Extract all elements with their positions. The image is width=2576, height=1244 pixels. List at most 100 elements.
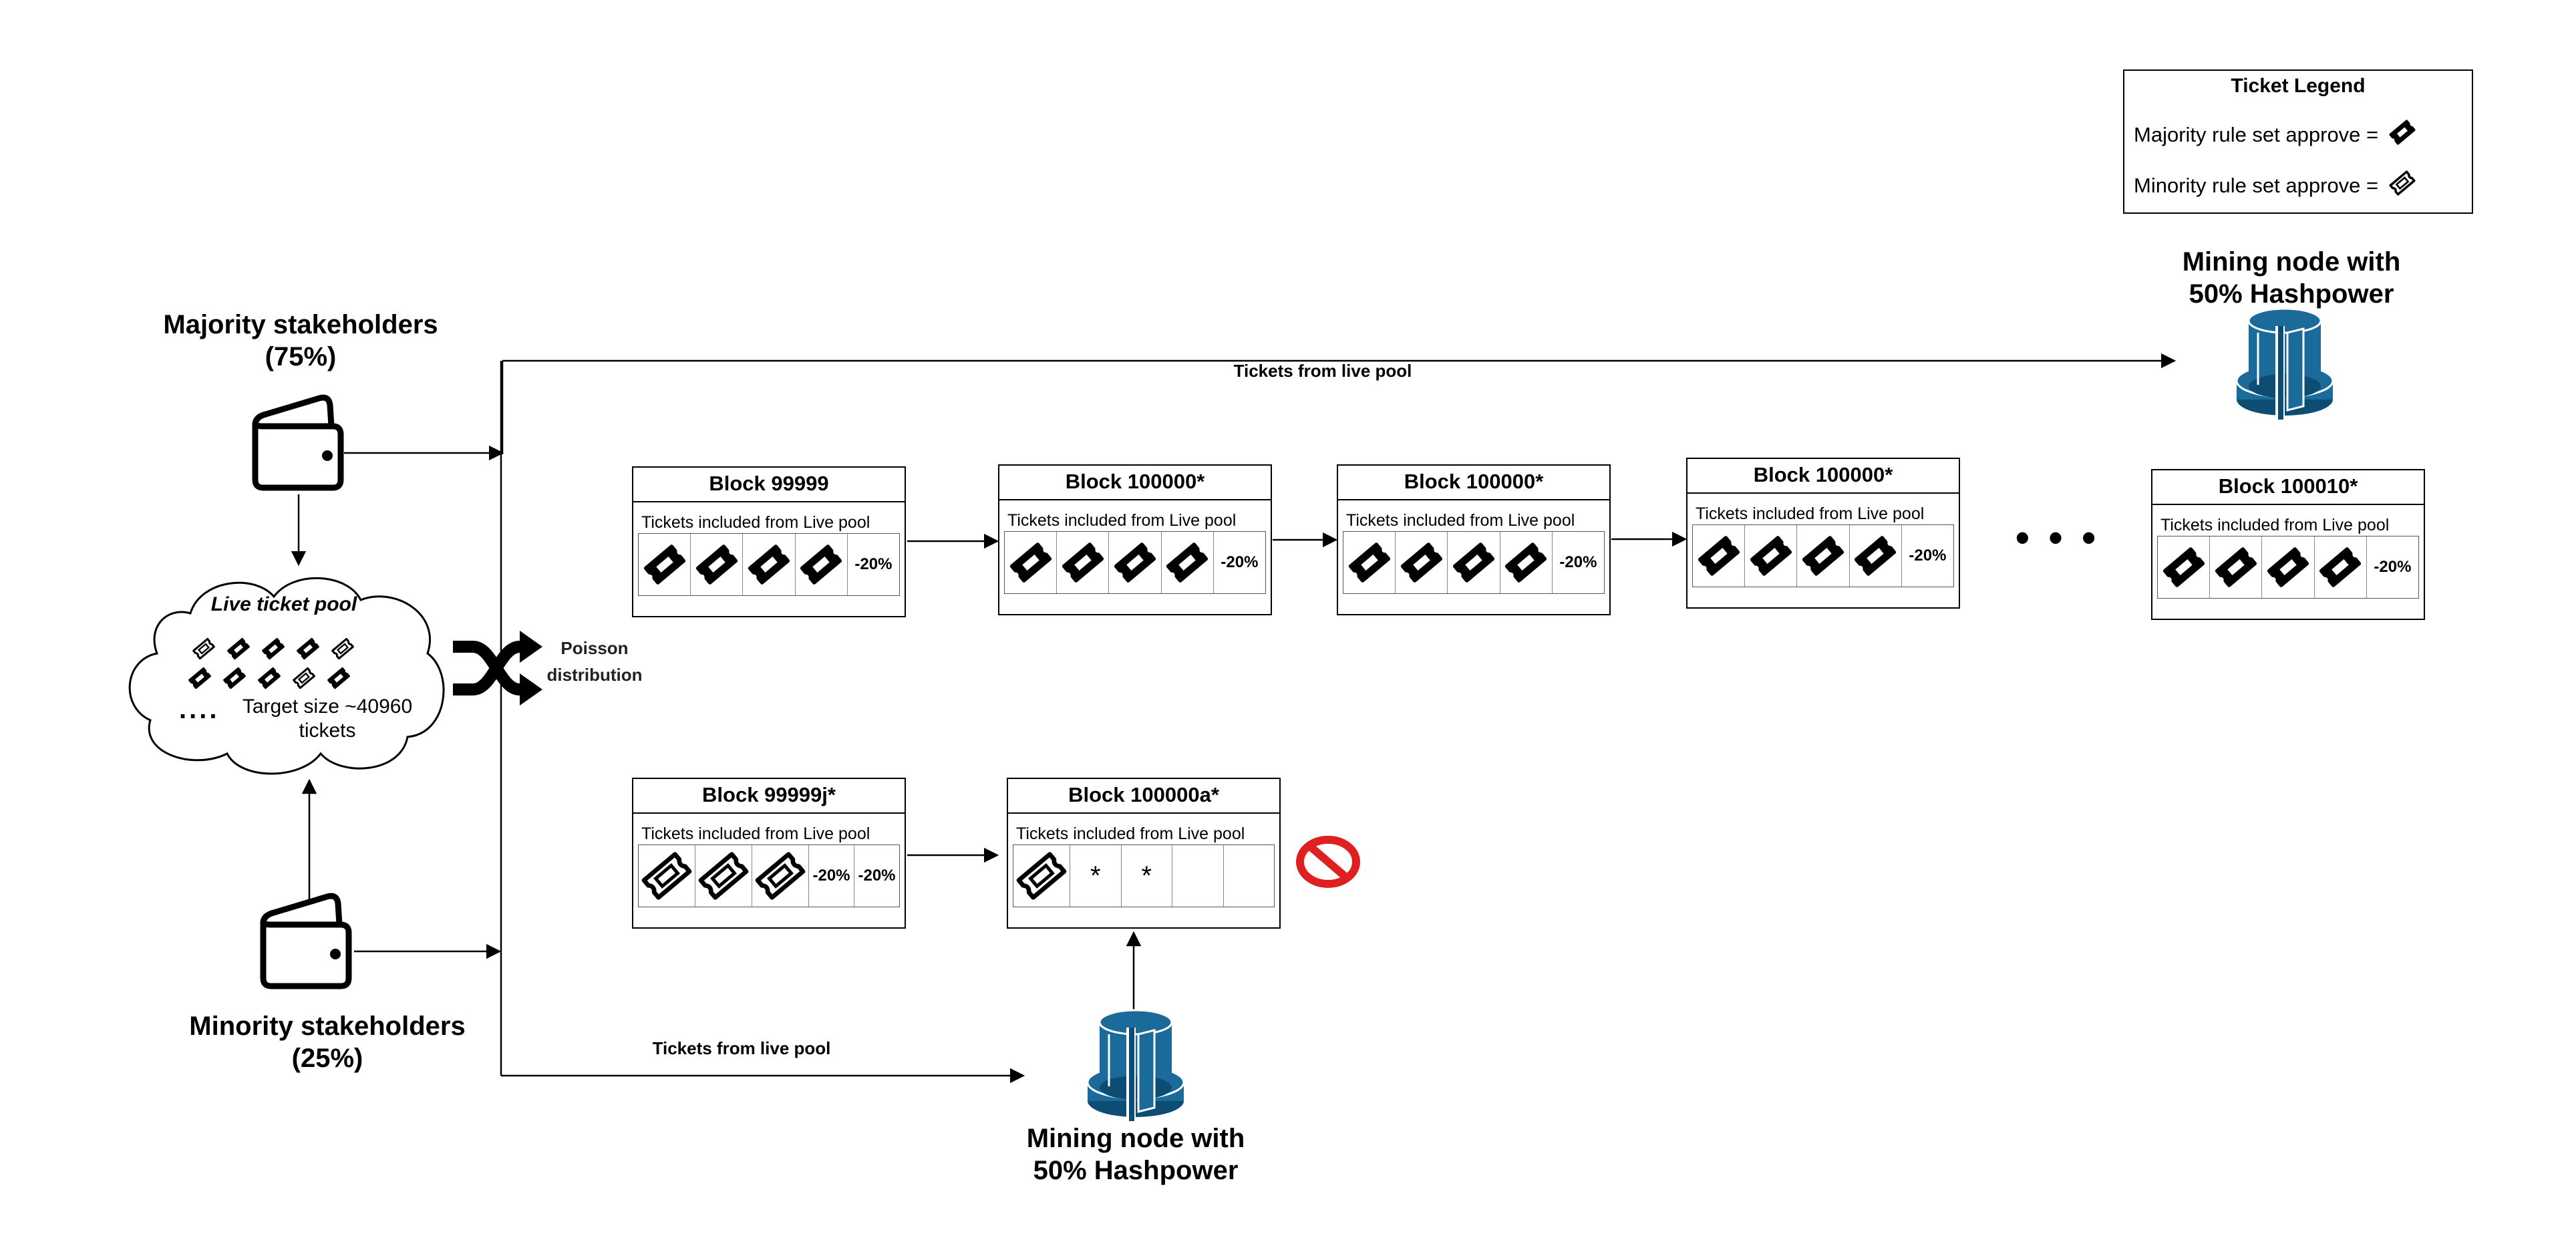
- majority-ticket-icon: [1750, 536, 1792, 576]
- penalty-cell: -20%: [809, 845, 854, 907]
- poisson-line2: distribution: [546, 665, 643, 685]
- bottom-arrow-label: Tickets from live pool: [652, 1038, 831, 1058]
- block-title: Block 100000*: [1338, 466, 1609, 500]
- pool-target-label: Target size ~40960 tickets: [224, 695, 431, 743]
- ticket-cells: -20%: [2157, 536, 2419, 599]
- ticket-cell: [1109, 532, 1162, 593]
- majority-ticket-icon: [1400, 542, 1442, 583]
- chain-ellipsis: • • •: [2015, 515, 2100, 560]
- poisson-line1: Poisson: [560, 638, 629, 658]
- ticket-cell: [2262, 536, 2315, 598]
- ticket-cell: [695, 845, 752, 907]
- majority-ticket-icon: [223, 667, 246, 689]
- legend-majority-label: Majority rule set approve =: [2134, 123, 2379, 146]
- block-subtitle: Tickets included from Live pool: [1346, 511, 1575, 530]
- ticket-cell: [691, 534, 744, 595]
- ticket-cell: [1343, 532, 1396, 593]
- majority-ticket-icon: [1505, 542, 1547, 583]
- mining-node-icon: [2231, 306, 2338, 430]
- minority-title: Minority stakeholders: [189, 1012, 466, 1041]
- penalty-cell: -20%: [1221, 553, 1259, 571]
- majority-ticket-icon: [1348, 542, 1390, 583]
- block-card: Block 100010* Tickets included from Live …: [2151, 469, 2425, 620]
- minority-ticket-icon: [2389, 170, 2416, 196]
- minority-ticket-icon: [1016, 852, 1067, 900]
- legend-title: Ticket Legend: [2231, 75, 2366, 97]
- ticket-cells: -20%-20%: [638, 844, 900, 907]
- ticket-cell: [2315, 536, 2367, 598]
- wallet-icon: [260, 893, 352, 989]
- block-card: Block 100000* Tickets included from Live …: [1686, 458, 1960, 609]
- majority-ticket-icon: [800, 545, 842, 585]
- ticket-cells: -20%: [1004, 531, 1266, 594]
- block-subtitle: Tickets included from Live pool: [641, 513, 870, 532]
- legend-row-minority: Minority rule set approve =: [2134, 168, 2417, 203]
- block-subtitle: Tickets included from Live pool: [641, 824, 870, 843]
- mining-node-icon: [1082, 1007, 1189, 1131]
- ticket-cell: [1005, 532, 1058, 593]
- star-cell: *: [1122, 845, 1172, 907]
- penalty-cell: -20%: [2374, 558, 2412, 576]
- majority-ticket-icon: [1698, 536, 1740, 576]
- majority-ticket-icon: [2162, 547, 2205, 587]
- mining-node-top-label: Mining node with 50% Hashpower: [2111, 246, 2472, 310]
- ticket-legend: Ticket Legend Majority rule set approve …: [2123, 69, 2473, 214]
- ticket-cells: -20%: [1343, 531, 1605, 594]
- ticket-cell: [1745, 525, 1798, 587]
- majority-ticket-icon: [2215, 547, 2257, 587]
- empty-cell: [1224, 845, 1275, 907]
- legend-minority-label: Minority rule set approve =: [2134, 174, 2379, 197]
- ticket-cell: [639, 534, 691, 595]
- block-title: Block 100000*: [1687, 459, 1959, 494]
- empty-cell: [1172, 845, 1224, 907]
- majority-ticket-icon: [1114, 542, 1156, 583]
- minority-ticket-icon: [331, 637, 354, 660]
- minority-ticket-icon: [755, 852, 806, 900]
- ticket-cells: -20%: [638, 533, 900, 596]
- mining-node-bottom-label: Mining node with 50% Hashpower: [955, 1122, 1316, 1187]
- block-card: Block 99999j*Tickets included from Live …: [632, 778, 906, 929]
- majority-ticket-icon: [1009, 542, 1052, 583]
- block-title: Block 100000*: [999, 466, 1271, 500]
- ticket-cell: [743, 534, 796, 595]
- block-subtitle: Tickets included from Live pool: [1007, 511, 1237, 530]
- mining-node-icon: [1086, 1009, 1185, 1121]
- pool-ticket-row: [191, 636, 365, 661]
- minority-stakeholders-label: Minority stakeholders (25%): [160, 1010, 494, 1074]
- ticket-cell: [796, 534, 848, 595]
- block-card: Block 100000* Tickets included from Live …: [998, 464, 1272, 615]
- ticket-cell: [1162, 532, 1214, 593]
- majority-pct: (75%): [265, 342, 337, 371]
- block-title: Block 100010*: [2152, 470, 2424, 505]
- star-cell: *: [1070, 845, 1122, 907]
- majority-ticket-icon: [2389, 120, 2416, 145]
- majority-ticket-icon: [748, 545, 790, 585]
- forbidden-icon: [1296, 836, 1360, 888]
- shuffle-icon: [453, 631, 542, 706]
- minority-ticket-icon: [2388, 168, 2417, 203]
- penalty-cell: -20%: [854, 555, 893, 573]
- ticket-cells: **: [1013, 844, 1275, 907]
- pool-target-line2: tickets: [299, 720, 356, 742]
- penalty-cell: -20%: [1909, 547, 1947, 565]
- block-subtitle: Tickets included from Live pool: [1696, 504, 1925, 523]
- majority-ticket-icon: [227, 637, 250, 660]
- majority-ticket-icon: [2388, 118, 2417, 152]
- ticket-cells: -20%: [1692, 524, 1954, 587]
- ticket-cell: [1396, 532, 1448, 593]
- ticket-cell: [1797, 525, 1850, 587]
- minority-ticket-icon: [641, 852, 692, 900]
- mining-bottom-line1: Mining node with: [1026, 1124, 1245, 1153]
- pool-target-line1: Target size ~40960: [242, 695, 413, 718]
- ticket-cell: [1850, 525, 1902, 587]
- mining-top-line1: Mining node with: [2182, 247, 2401, 277]
- mining-top-line2: 50% Hashpower: [2189, 279, 2394, 309]
- majority-ticket-icon: [1452, 542, 1495, 583]
- majority-ticket-icon: [297, 637, 319, 660]
- block-subtitle: Tickets included from Live pool: [2160, 516, 2390, 534]
- majority-ticket-icon: [1855, 536, 1897, 576]
- majority-ticket-icon: [1802, 536, 1844, 576]
